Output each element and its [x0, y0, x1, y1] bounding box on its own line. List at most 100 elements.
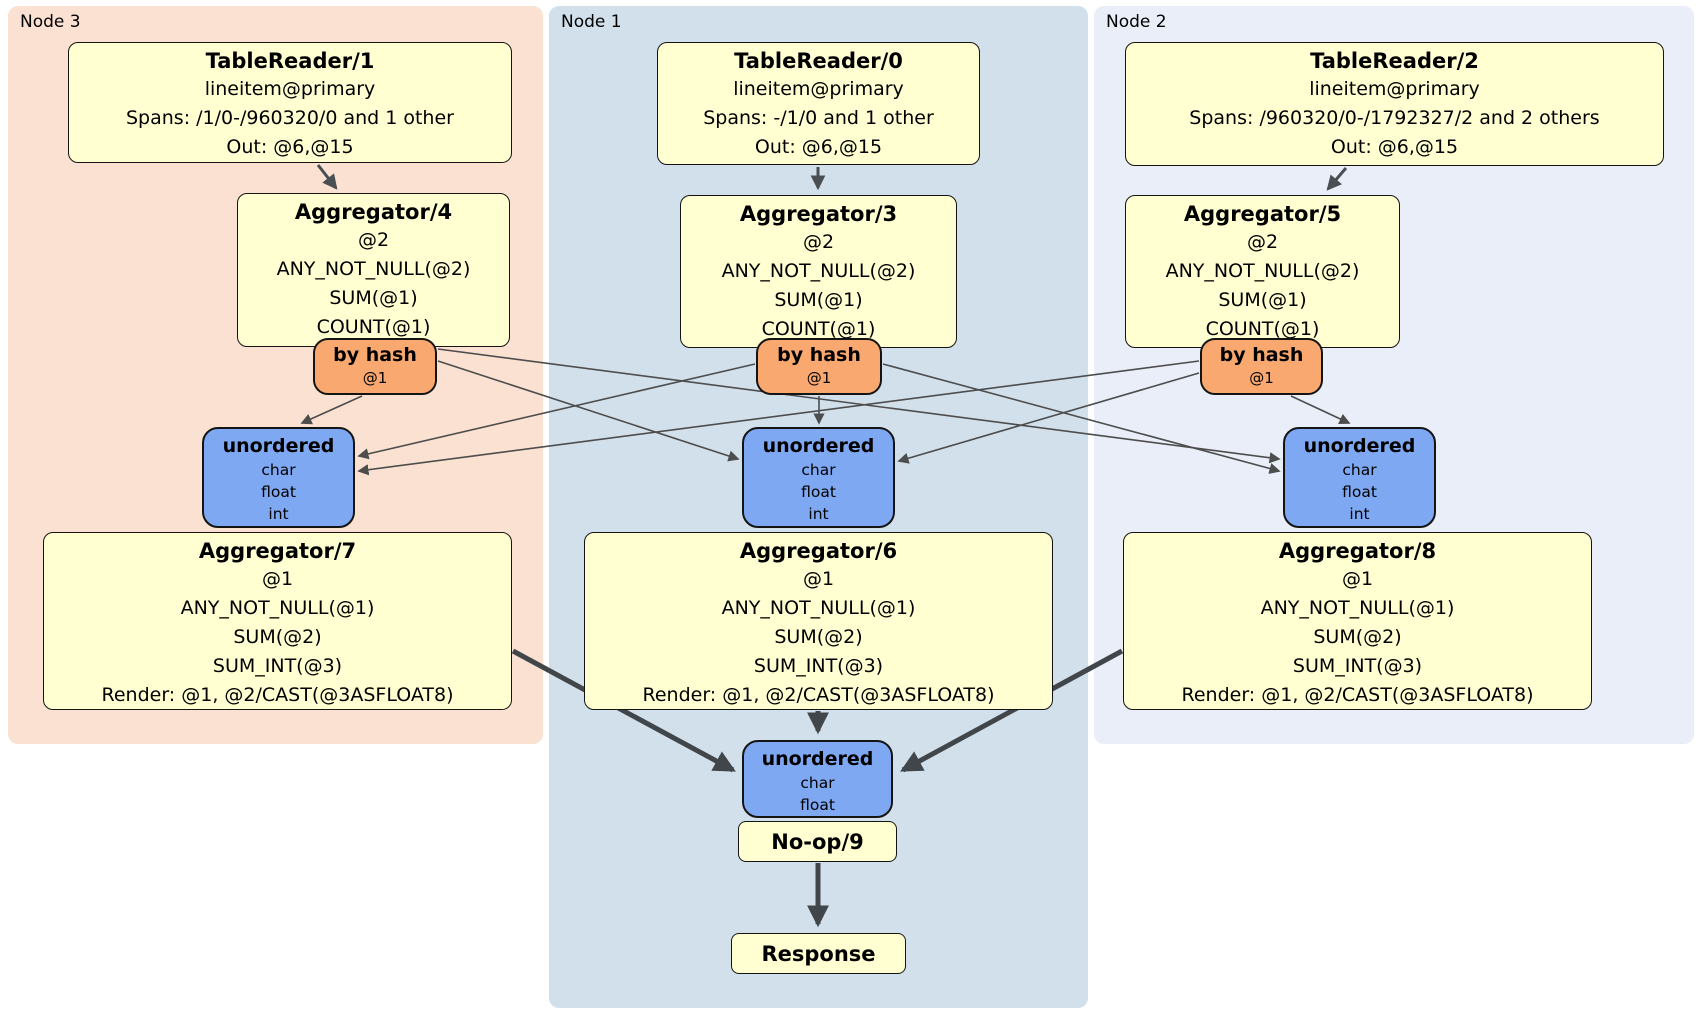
box-line: SUM_INT(@3): [753, 655, 884, 677]
sync-title: unordered: [761, 748, 874, 770]
box-tablereader-2: TableReader/2 lineitem@primary Spans: /9…: [1125, 42, 1664, 166]
sync-line: int: [1349, 505, 1370, 523]
sync-line: float: [261, 483, 296, 501]
box-line: SUM(@1): [1218, 289, 1307, 311]
box-title: No-op/9: [771, 829, 864, 854]
sync-unordered-node3: unordered char float int: [202, 427, 355, 528]
box-line: Spans: /960320/0-/1792327/2 and 2 others: [1189, 107, 1600, 129]
box-line: Render: @1, @2/CAST(@3ASFLOAT8): [1181, 684, 1534, 706]
router-title: by hash: [1219, 344, 1304, 366]
box-title: Aggregator/4: [294, 200, 453, 224]
sync-line: float: [800, 796, 835, 814]
box-aggregator-4: Aggregator/4 @2 ANY_NOT_NULL(@2) SUM(@1)…: [237, 193, 510, 347]
box-line: lineitem@primary: [733, 78, 904, 100]
box-noop-9: No-op/9: [738, 821, 897, 862]
region-label-node-1: Node 1: [561, 12, 622, 32]
box-line: @1: [1341, 568, 1374, 590]
box-line: COUNT(@1): [316, 316, 431, 338]
box-title: Aggregator/7: [198, 539, 357, 563]
edge-router2-sync2: [1290, 395, 1351, 425]
box-line: Out: @6,@15: [226, 136, 354, 158]
box-aggregator-5: Aggregator/5 @2 ANY_NOT_NULL(@2) SUM(@1)…: [1125, 195, 1400, 348]
sync-unordered-final: unordered char float: [742, 740, 893, 818]
edge-aggregator8-syncfinal: [900, 648, 1124, 773]
box-line: ANY_NOT_NULL(@2): [1165, 260, 1360, 282]
router-by-hash-node3: by hash @1: [313, 338, 437, 395]
box-line: SUM(@2): [1313, 626, 1402, 648]
box-line: @1: [261, 568, 294, 590]
edge-router2-sync1: [897, 372, 1200, 464]
sync-line: float: [1342, 483, 1377, 501]
box-line: @2: [802, 231, 835, 253]
edge-tablereader2-aggregator5: [1326, 167, 1348, 191]
box-line: Spans: /1/0-/960320/0 and 1 other: [126, 107, 454, 129]
box-line: ANY_NOT_NULL(@2): [276, 258, 471, 280]
box-tablereader-1: TableReader/1 lineitem@primary Spans: /1…: [68, 42, 512, 163]
edge-tablereader1-aggregator4: [316, 164, 338, 190]
box-tablereader-0: TableReader/0 lineitem@primary Spans: -/…: [657, 42, 980, 165]
box-line: SUM_INT(@3): [212, 655, 343, 677]
box-line: SUM(@2): [774, 626, 863, 648]
sync-title: unordered: [1303, 435, 1416, 457]
edge-router2-sync3: [357, 360, 1200, 476]
box-title: Aggregator/8: [1278, 539, 1437, 563]
box-title: TableReader/2: [1310, 49, 1479, 73]
edge-aggregator7-syncfinal: [511, 648, 736, 773]
box-title: Aggregator/6: [739, 539, 898, 563]
box-line: Render: @1, @2/CAST(@3ASFLOAT8): [642, 684, 995, 706]
sync-line: float: [801, 483, 836, 501]
sync-line: int: [268, 505, 289, 523]
router-line: @1: [362, 369, 388, 387]
box-line: ANY_NOT_NULL(@1): [721, 597, 916, 619]
box-line: ANY_NOT_NULL(@1): [1260, 597, 1455, 619]
box-line: SUM(@2): [233, 626, 322, 648]
box-line: SUM(@1): [329, 287, 418, 309]
router-title: by hash: [777, 344, 861, 366]
sync-unordered-node1: unordered char float int: [742, 427, 895, 528]
box-line: COUNT(@1): [1205, 318, 1320, 340]
region-label-node-2: Node 2: [1106, 12, 1167, 32]
box-line: lineitem@primary: [204, 78, 376, 100]
sync-line: char: [800, 774, 835, 792]
edge-router1-sync3: [357, 363, 756, 460]
box-aggregator-7: Aggregator/7 @1 ANY_NOT_NULL(@1) SUM(@2)…: [43, 532, 512, 710]
box-line: @2: [1246, 231, 1279, 253]
router-by-hash-node2: by hash @1: [1200, 338, 1323, 395]
sync-title: unordered: [222, 435, 335, 457]
edge-router1-sync2: [882, 363, 1281, 474]
box-line: SUM(@1): [774, 289, 863, 311]
router-line: @1: [1249, 369, 1274, 387]
region-label-node-3: Node 3: [20, 12, 81, 32]
box-title: TableReader/1: [205, 49, 375, 73]
edge-router3-sync2: [437, 348, 1281, 464]
edge-router3-sync1: [437, 360, 740, 462]
box-line: Spans: -/1/0 and 1 other: [703, 107, 934, 129]
box-aggregator-6: Aggregator/6 @1 ANY_NOT_NULL(@1) SUM(@2)…: [584, 532, 1053, 710]
box-aggregator-8: Aggregator/8 @1 ANY_NOT_NULL(@1) SUM(@2)…: [1123, 532, 1592, 710]
sync-line: char: [1342, 461, 1377, 479]
box-title: Aggregator/3: [739, 202, 898, 226]
box-line: lineitem@primary: [1309, 78, 1480, 100]
edge-router3-sync3: [300, 395, 363, 425]
box-line: ANY_NOT_NULL(@2): [721, 260, 916, 282]
router-line: @1: [806, 369, 832, 387]
box-title: Response: [761, 941, 876, 966]
router-by-hash-node1: by hash @1: [756, 338, 882, 395]
box-line: SUM_INT(@3): [1292, 655, 1423, 677]
box-line: @1: [802, 568, 835, 590]
box-title: Aggregator/5: [1183, 202, 1342, 226]
box-line: Out: @6,@15: [1330, 136, 1459, 158]
box-response: Response: [731, 933, 906, 974]
sync-line: char: [801, 461, 836, 479]
box-line: Out: @6,@15: [754, 136, 883, 158]
sync-line: int: [808, 505, 829, 523]
box-title: TableReader/0: [734, 49, 903, 73]
box-line: COUNT(@1): [761, 318, 876, 340]
box-line: ANY_NOT_NULL(@1): [180, 597, 375, 619]
box-aggregator-3: Aggregator/3 @2 ANY_NOT_NULL(@2) SUM(@1)…: [680, 195, 957, 348]
sync-line: char: [261, 461, 296, 479]
box-line: @2: [357, 229, 390, 251]
box-line: Render: @1, @2/CAST(@3ASFLOAT8): [101, 684, 454, 706]
